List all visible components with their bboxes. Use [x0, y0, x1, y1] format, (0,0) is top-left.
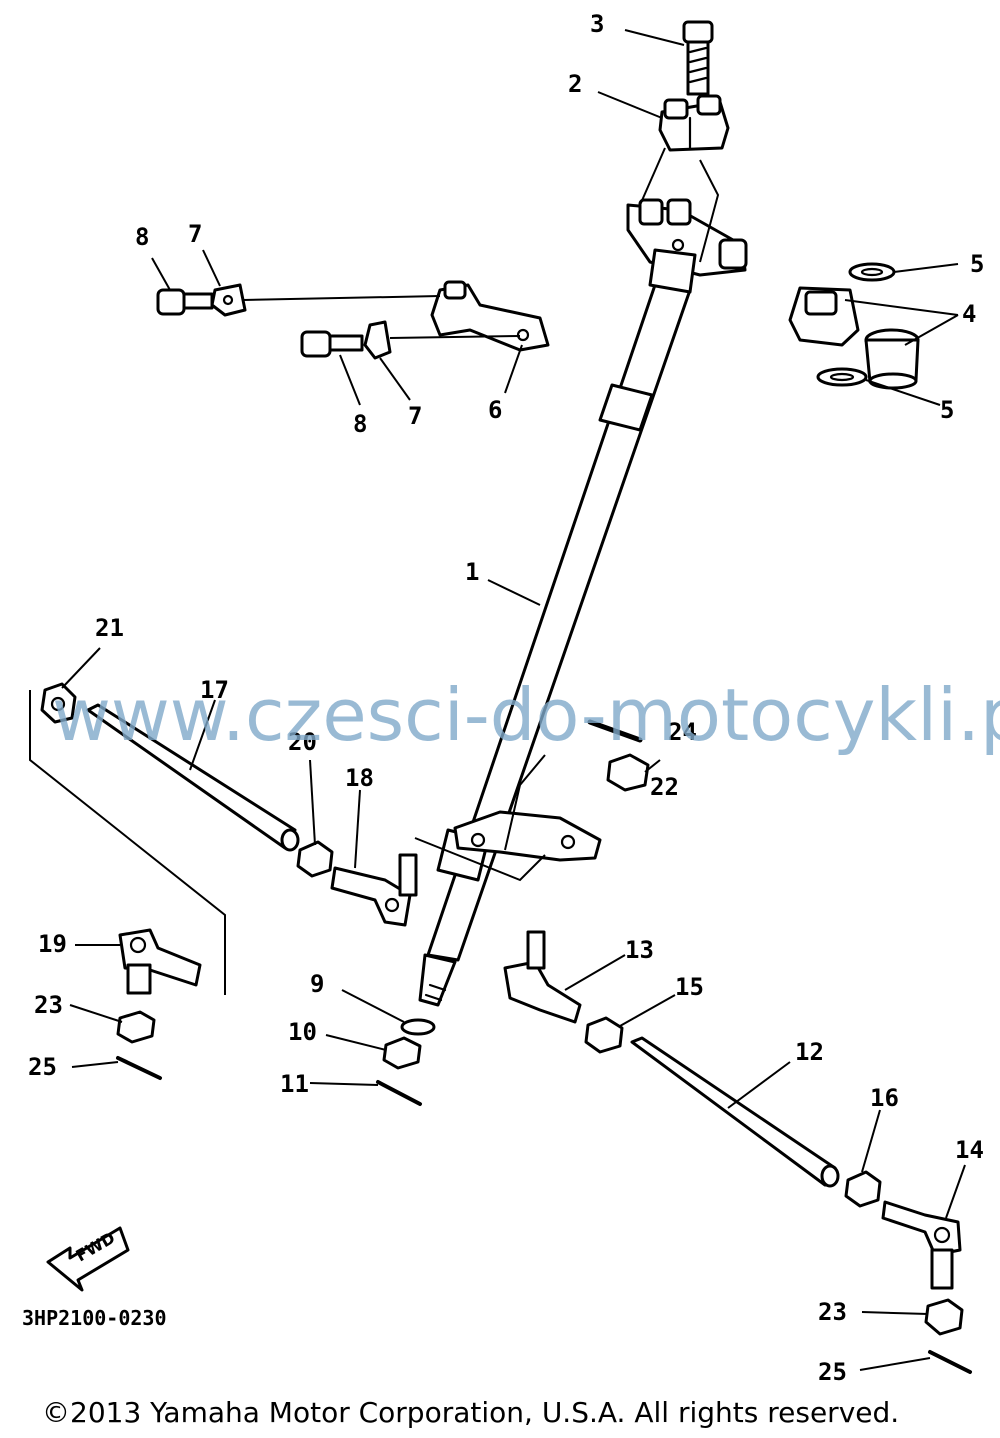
- callout-24: 24: [668, 718, 697, 746]
- callout-8-lower: 8: [353, 410, 367, 438]
- callout-25-left: 25: [28, 1053, 57, 1081]
- callout-5-upper: 5: [970, 250, 984, 278]
- callout-labels: 1 2 3 4 5 5 6 7 7 8 8 9 10 11 12 13 14 1…: [28, 10, 984, 1386]
- nut-23-left: [116, 1010, 156, 1044]
- lock-washer-1: [210, 283, 247, 317]
- leader-lines: [61, 29, 966, 1371]
- nut-15: [584, 1016, 624, 1054]
- callout-3: 3: [590, 10, 604, 38]
- callout-25-right: 25: [818, 1358, 847, 1386]
- washer-9: [400, 1018, 436, 1036]
- callout-15: 15: [675, 973, 704, 1001]
- callout-18: 18: [345, 764, 374, 792]
- copyright-notice: ©2013 Yamaha Motor Corporation, U.S.A. A…: [42, 1396, 899, 1429]
- forward-arrow-icon: FWD: [46, 1226, 130, 1292]
- callout-19: 19: [38, 930, 67, 958]
- washer-upper: [848, 262, 896, 282]
- nut-22: [606, 753, 650, 792]
- bolt-arm-1: [156, 288, 214, 316]
- nut-10: [382, 1036, 422, 1070]
- callout-10: 10: [288, 1018, 317, 1046]
- tie-rod-end-19: [118, 928, 202, 995]
- callout-20: 20: [288, 728, 317, 756]
- bolt-top: [682, 20, 714, 96]
- nut-21: [40, 682, 77, 724]
- tie-rod-right: [630, 1036, 840, 1188]
- callout-2: 2: [568, 70, 582, 98]
- handlebar-holder: [658, 94, 730, 152]
- shaft-arm: [430, 280, 550, 352]
- callout-4: 4: [962, 300, 976, 328]
- tie-rod-end-14: [881, 1200, 962, 1290]
- callout-22: 22: [650, 773, 679, 801]
- callout-16: 16: [870, 1084, 899, 1112]
- pitman-arm: [453, 810, 602, 862]
- watermark: www.czesci-do-motocykli.pl: [52, 673, 1000, 757]
- callout-7-lower: 7: [408, 402, 422, 430]
- callout-5-lower: 5: [940, 396, 954, 424]
- callout-8-upper: 8: [135, 223, 149, 251]
- callout-9: 9: [310, 970, 324, 998]
- tie-rod-end-13: [503, 930, 582, 1024]
- callout-23-left: 23: [34, 991, 63, 1019]
- column-bushing: [788, 286, 920, 390]
- callout-6: 6: [488, 396, 502, 424]
- upper-column-bracket: [626, 198, 748, 294]
- tie-rod-end-18: [330, 853, 418, 927]
- nut-23-right: [924, 1298, 964, 1336]
- tie-rod-left: [86, 703, 300, 852]
- lock-washer-2: [363, 320, 392, 360]
- nut-20: [296, 840, 334, 878]
- cotter-pin-11: [376, 1080, 422, 1106]
- callout-11: 11: [280, 1070, 309, 1098]
- cotter-pin-24: [587, 719, 643, 743]
- diagram-code: 3HP2100-0230: [22, 1306, 167, 1330]
- callout-13: 13: [625, 936, 654, 964]
- bolt-arm-2: [300, 330, 364, 358]
- callout-1: 1: [465, 558, 479, 586]
- washer-lower: [816, 367, 868, 387]
- callout-17: 17: [200, 676, 229, 704]
- steering-shaft: [418, 283, 692, 1007]
- callout-14: 14: [955, 1136, 984, 1164]
- callout-12: 12: [795, 1038, 824, 1066]
- callout-23-right: 23: [818, 1298, 847, 1326]
- callout-7-upper: 7: [188, 220, 202, 248]
- nut-16: [844, 1170, 882, 1208]
- callout-21: 21: [95, 614, 124, 642]
- cotter-pin-25-left: [116, 1056, 162, 1080]
- cotter-pin-25-right: [928, 1350, 972, 1374]
